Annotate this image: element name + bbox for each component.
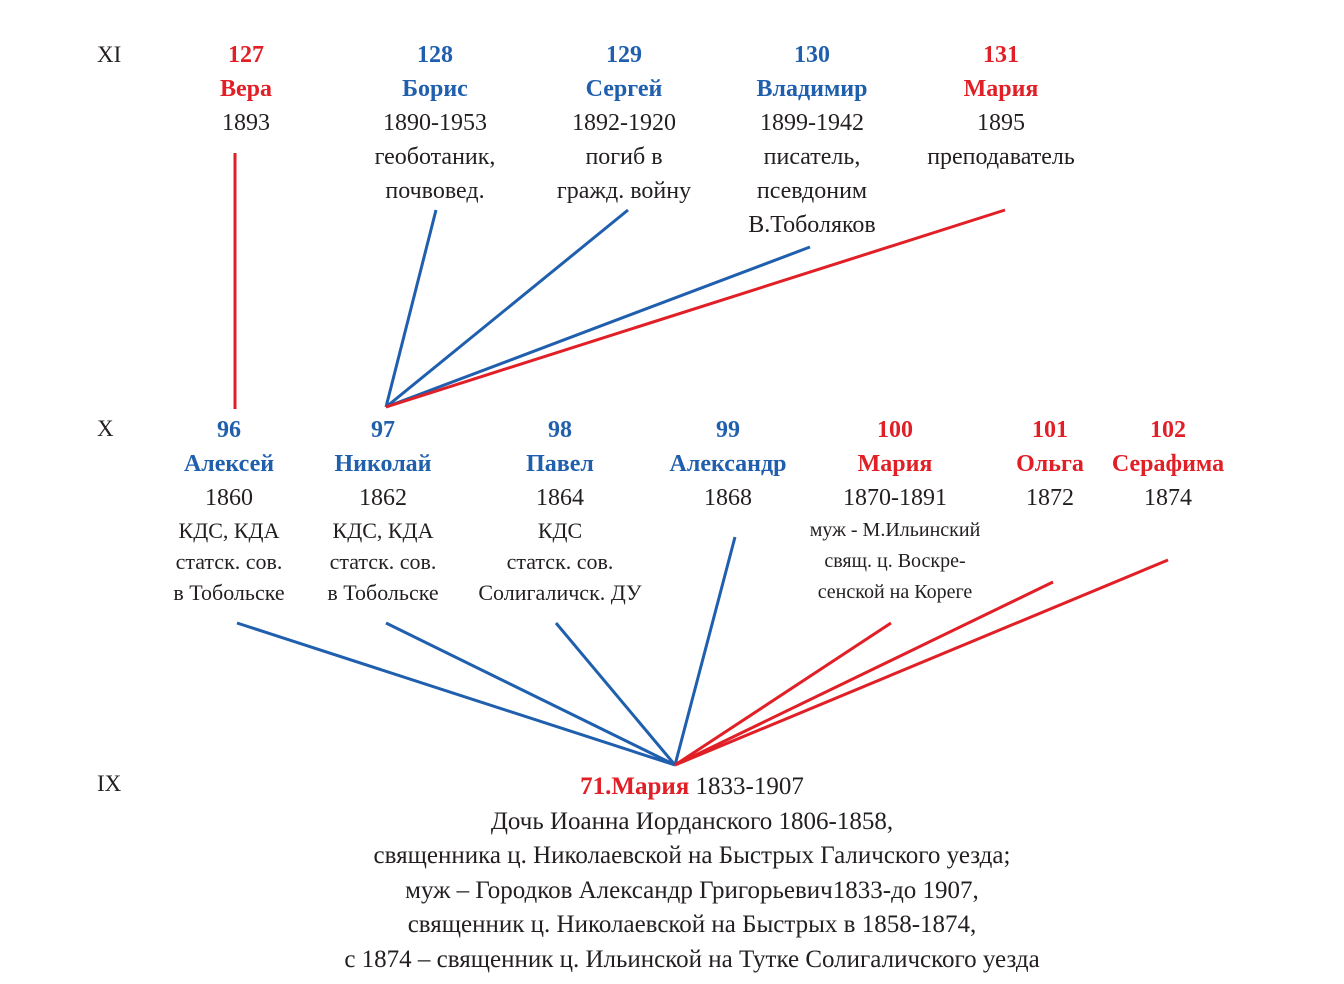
person-note: преподаватель bbox=[927, 144, 1075, 170]
person-98: 98 Павел 1864 КДС статск. сов. Солигалич… bbox=[460, 413, 660, 608]
person-name: Павел bbox=[526, 451, 594, 477]
person-number: 101 bbox=[1032, 417, 1068, 443]
person-128: 128 Борис 1890-1953 геоботаник, почвовед… bbox=[335, 38, 535, 208]
person-note: статск. сов. bbox=[506, 549, 614, 574]
person-name: Вера bbox=[219, 76, 272, 102]
person-note: КДС bbox=[537, 518, 583, 543]
link-129-97 bbox=[385, 208, 629, 409]
person-years: 1874 bbox=[1144, 485, 1192, 511]
person-note: писатель, bbox=[763, 144, 861, 170]
person-note: статск. сов. bbox=[329, 549, 437, 574]
person-note: псевдоним bbox=[756, 178, 868, 204]
person-years: 1862 bbox=[359, 485, 407, 511]
link-97-71 bbox=[385, 621, 676, 767]
person-years: 1864 bbox=[536, 485, 584, 511]
person-number: 129 bbox=[606, 42, 642, 68]
person-years: 1899-1942 bbox=[760, 110, 864, 136]
link-98-71 bbox=[554, 622, 677, 766]
person-note: гражд. войну bbox=[556, 178, 692, 204]
person-note: В.Тоболяков bbox=[748, 212, 876, 238]
person-101: 101 Ольга 1872 bbox=[1000, 413, 1100, 515]
link-130-97 bbox=[385, 245, 811, 409]
person-number: 96 bbox=[217, 417, 241, 443]
root-description-line: Дочь Иоанна Иорданского 1806-1858, bbox=[490, 807, 894, 835]
root-heading: 71.Мария 1833-1907 bbox=[192, 770, 1192, 805]
link-96-71 bbox=[236, 621, 676, 767]
person-name: Мария bbox=[857, 451, 933, 477]
link-128-97 bbox=[384, 209, 438, 408]
person-number: 99 bbox=[716, 417, 740, 443]
person-note: сенской на Кореге bbox=[817, 581, 973, 603]
person-years: 1890-1953 bbox=[383, 110, 487, 136]
person-number: 102 bbox=[1150, 417, 1186, 443]
person-number: 127 bbox=[228, 42, 264, 68]
person-note: в Тобольске bbox=[173, 580, 285, 605]
person-number: 131 bbox=[983, 42, 1019, 68]
person-years: 1895 bbox=[977, 110, 1025, 136]
person-note: Солигаличск. ДУ bbox=[478, 580, 642, 605]
person-96: 96 Алексей 1860 КДС, КДА статск. сов. в … bbox=[154, 413, 304, 608]
person-130: 130 Владимир 1899-1942 писатель, псевдон… bbox=[712, 38, 912, 242]
person-number: 128 bbox=[417, 42, 453, 68]
person-years: 1893 bbox=[222, 110, 270, 136]
person-years: 1892-1920 bbox=[572, 110, 676, 136]
generation-label-ix: IX bbox=[97, 771, 122, 796]
root-description-line: священника ц. Николаевской на Быстрых Га… bbox=[373, 842, 1011, 869]
person-127: 127 Вера 1893 bbox=[166, 38, 326, 140]
person-name: Алексей bbox=[183, 451, 275, 477]
generation-label-x: X bbox=[97, 416, 114, 441]
person-note: почвовед. bbox=[385, 178, 485, 204]
person-name: Серафима bbox=[1111, 451, 1225, 477]
person-name: Александр bbox=[669, 451, 787, 477]
person-97: 97 Николай 1862 КДС, КДА статск. сов. в … bbox=[308, 413, 458, 608]
person-note: муж - М.Ильинский bbox=[809, 519, 981, 541]
person-years: 1870-1891 bbox=[843, 485, 947, 511]
link-102-71 bbox=[674, 558, 1169, 767]
person-name: Владимир bbox=[756, 76, 868, 102]
person-102: 102 Серафима 1874 bbox=[1098, 413, 1238, 515]
generation-label-xi: XI bbox=[97, 42, 122, 67]
root-description-line: муж – Городков Александр Григорьевич1833… bbox=[405, 876, 979, 904]
person-name: Борис bbox=[402, 76, 468, 102]
root-description-line: с 1874 – священник ц. Ильинской на Тутке… bbox=[344, 945, 1040, 973]
link-131-97 bbox=[385, 208, 1006, 409]
link-99-71 bbox=[673, 536, 737, 766]
person-name: Сергей bbox=[585, 76, 663, 102]
person-name: Ольга bbox=[1016, 451, 1084, 477]
person-note: статск. сов. bbox=[175, 549, 283, 574]
root-name: 71.Мария bbox=[580, 773, 690, 800]
person-number: 98 bbox=[548, 417, 572, 443]
person-note: КДС, КДА bbox=[332, 518, 434, 543]
person-note: КДС, КДА bbox=[178, 518, 280, 543]
person-number: 130 bbox=[794, 42, 830, 68]
link-101-71 bbox=[674, 580, 1054, 767]
person-years: 1872 bbox=[1026, 485, 1074, 511]
person-note: погиб в bbox=[585, 144, 663, 170]
person-note: геоботаник, bbox=[374, 144, 496, 170]
person-number: 97 bbox=[371, 417, 395, 443]
person-years: 1860 bbox=[205, 485, 253, 511]
root-person-71: 71.Мария 1833-1907 Дочь Иоанна Иорданско… bbox=[192, 770, 1192, 977]
person-number: 100 bbox=[877, 417, 913, 443]
root-description-line: священник ц. Николаевской на Быстрых в 1… bbox=[407, 911, 977, 938]
person-note: свящ. ц. Воскре- bbox=[824, 550, 966, 572]
person-name: Николай bbox=[334, 451, 432, 477]
link-100-71 bbox=[674, 621, 892, 767]
person-name: Мария bbox=[963, 76, 1039, 102]
person-129: 129 Сергей 1892-1920 погиб в гражд. войн… bbox=[524, 38, 724, 208]
root-years: 1833-1907 bbox=[695, 773, 804, 800]
person-years: 1868 bbox=[704, 485, 752, 511]
person-131: 131 Мария 1895 преподаватель bbox=[896, 38, 1106, 174]
person-note: в Тобольске bbox=[327, 580, 439, 605]
person-99: 99 Александр 1868 bbox=[648, 413, 808, 515]
person-100: 100 Мария 1870-1891 муж - М.Ильинский св… bbox=[785, 413, 1005, 608]
